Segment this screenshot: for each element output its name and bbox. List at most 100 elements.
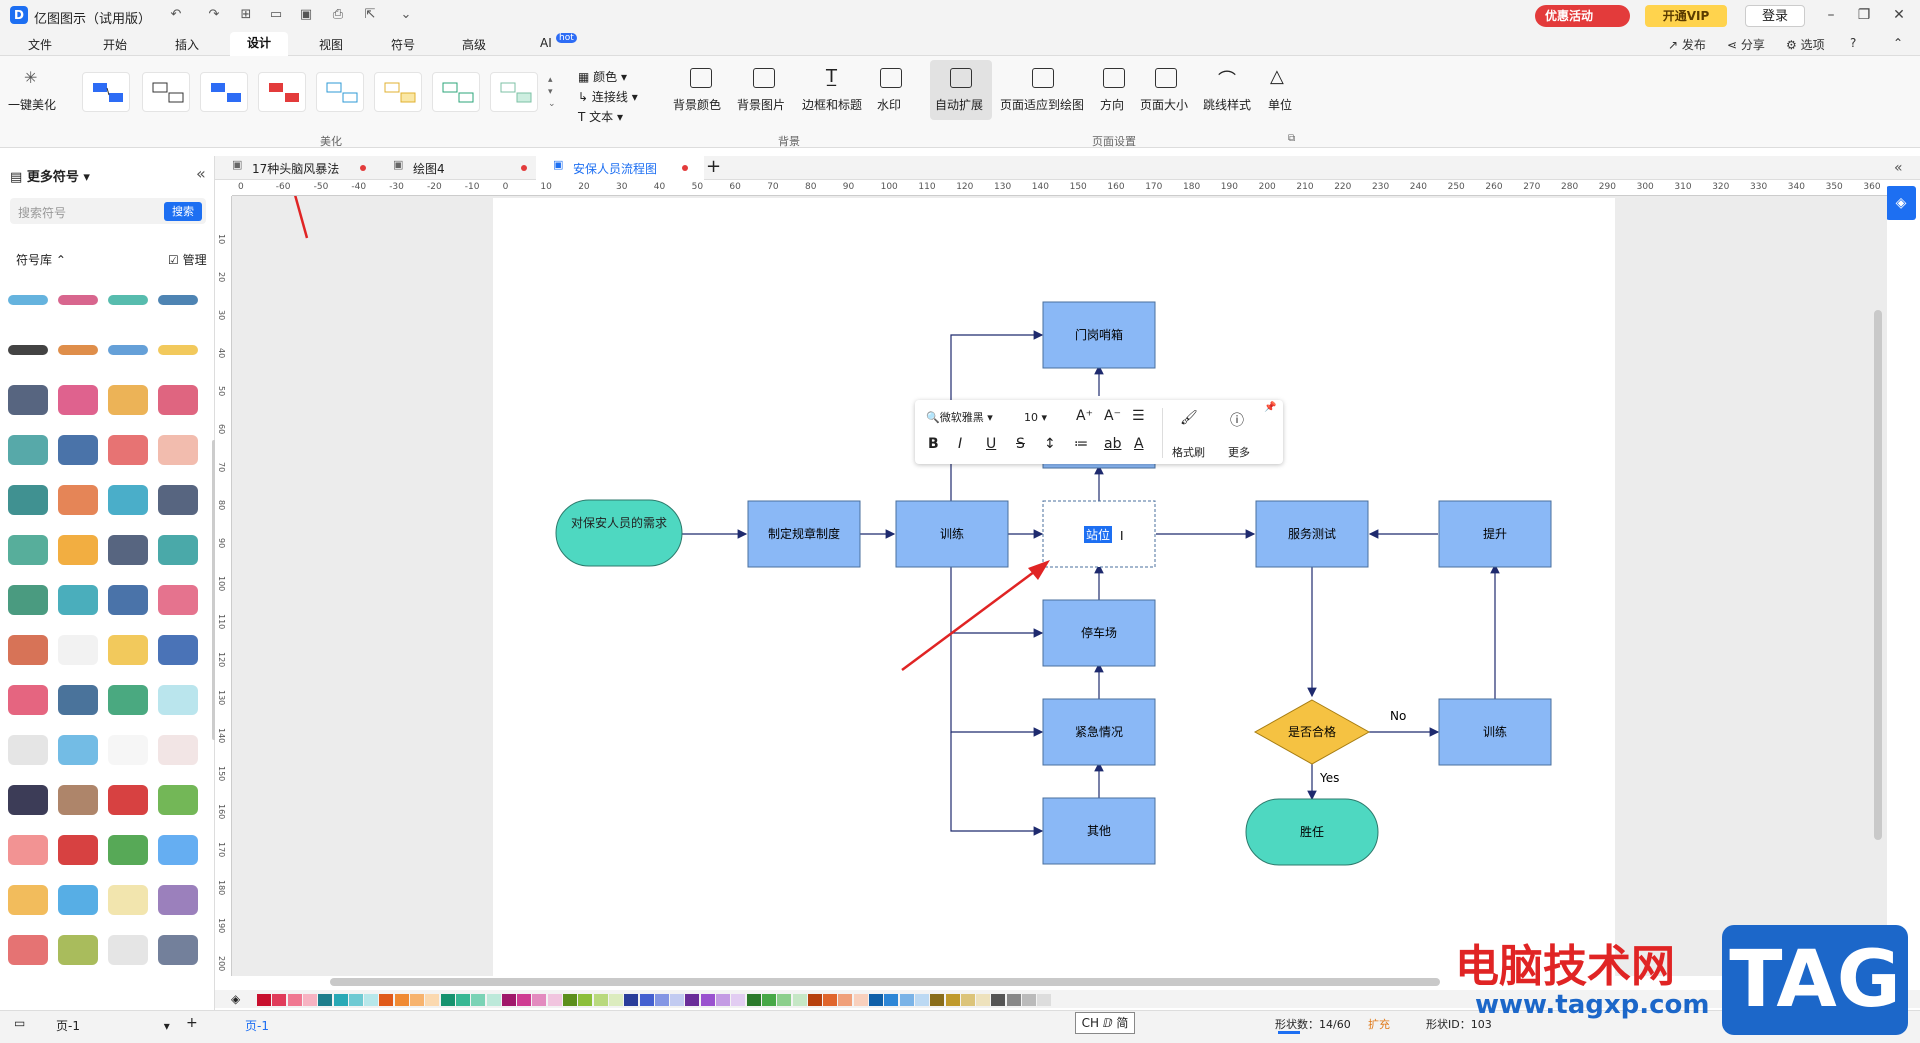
menu-view[interactable]: 视图 xyxy=(319,38,344,52)
node-train1[interactable]: 训练 xyxy=(895,500,1009,568)
more-options-icon[interactable]: ⓘ xyxy=(1230,413,1244,429)
color-swatch[interactable] xyxy=(853,994,868,1006)
color-swatch[interactable] xyxy=(1006,994,1021,1006)
symbol-item[interactable] xyxy=(58,485,98,515)
symbol-item[interactable] xyxy=(58,785,98,815)
symbol-item[interactable] xyxy=(58,585,98,615)
color-swatch[interactable] xyxy=(838,994,853,1006)
color-swatch[interactable] xyxy=(379,994,394,1006)
symbol-item[interactable] xyxy=(158,585,198,615)
menu-design[interactable]: 设计 xyxy=(230,32,288,56)
color-swatch[interactable] xyxy=(700,994,715,1006)
node-need[interactable]: 对保安人员的需求 xyxy=(555,499,683,567)
node-gate[interactable]: 门岗哨箱 xyxy=(1042,301,1156,369)
pin-icon[interactable]: 📌 xyxy=(1264,402,1277,413)
fit-page-button[interactable]: 页面适应到绘图 xyxy=(1000,98,1085,112)
format-painter-icon[interactable]: 🖌 xyxy=(1180,410,1198,426)
symbol-item[interactable] xyxy=(108,385,148,415)
symbol-item[interactable] xyxy=(58,295,98,305)
align-icon[interactable]: ☰ xyxy=(1132,408,1145,424)
save-icon[interactable]: ▣ xyxy=(299,7,313,22)
color-swatch[interactable] xyxy=(272,994,287,1006)
symbol-item[interactable] xyxy=(8,585,48,615)
help-icon[interactable]: ? xyxy=(1850,36,1857,50)
symbol-item[interactable] xyxy=(8,535,48,565)
color-swatch[interactable] xyxy=(960,994,975,1006)
color-swatch[interactable] xyxy=(823,994,838,1006)
symbol-item[interactable] xyxy=(108,345,148,355)
symbol-item[interactable] xyxy=(158,685,198,715)
symbol-item[interactable] xyxy=(158,635,198,665)
color-swatch[interactable] xyxy=(593,994,608,1006)
vip-button[interactable]: 开通VIP xyxy=(1645,5,1727,27)
color-swatch[interactable] xyxy=(761,994,776,1006)
node-rules[interactable]: 制定规章制度 xyxy=(747,500,861,568)
highlight-icon[interactable]: ab xyxy=(1104,436,1122,452)
color-swatch[interactable] xyxy=(792,994,807,1006)
underline-icon[interactable]: U xyxy=(986,436,997,452)
tab-drawing4[interactable]: 绘图4 xyxy=(413,162,445,176)
color-swatch[interactable] xyxy=(716,994,730,1006)
symbol-item[interactable] xyxy=(108,785,148,815)
style-card-2[interactable] xyxy=(142,72,190,112)
color-swatch[interactable] xyxy=(731,994,746,1006)
decrease-font-icon[interactable]: A⁻ xyxy=(1104,408,1121,424)
italic-icon[interactable]: I xyxy=(958,436,963,452)
symbol-item[interactable] xyxy=(58,885,98,915)
symbol-item[interactable] xyxy=(108,935,148,965)
manage-button[interactable]: ☑ 管理 xyxy=(168,253,207,267)
more-options-label[interactable]: 更多 xyxy=(1228,446,1250,459)
color-swatch[interactable] xyxy=(654,994,669,1006)
symbol-item[interactable] xyxy=(8,785,48,815)
style-card-4[interactable] xyxy=(258,72,306,112)
menu-ai[interactable]: AI xyxy=(540,36,552,50)
node-post-label[interactable]: 站位 xyxy=(1086,527,1110,542)
menu-home[interactable]: 开始 xyxy=(103,38,128,52)
publish-button[interactable]: ↗ 发布 xyxy=(1668,38,1706,52)
print-icon[interactable]: ⎙ xyxy=(332,7,344,22)
symbol-item[interactable] xyxy=(58,345,98,355)
symbol-search-button[interactable]: 搜索 xyxy=(164,202,202,221)
symbol-item[interactable] xyxy=(8,635,48,665)
color-swatch[interactable] xyxy=(257,994,271,1006)
symbol-item[interactable] xyxy=(108,735,148,765)
style-card-7[interactable] xyxy=(432,72,480,112)
color-swatch[interactable] xyxy=(410,994,424,1006)
symbol-item[interactable] xyxy=(158,385,198,415)
color-swatch[interactable] xyxy=(471,994,486,1006)
symbol-item[interactable] xyxy=(8,435,48,465)
text-dropdown[interactable]: T 文本 ▾ xyxy=(578,110,624,124)
node-qualified[interactable]: 是否合格 xyxy=(1253,699,1371,765)
symbol-item[interactable] xyxy=(108,835,148,865)
symbol-item[interactable] xyxy=(58,685,98,715)
style-card-5[interactable] xyxy=(316,72,364,112)
color-swatch[interactable] xyxy=(670,994,685,1006)
color-swatch[interactable] xyxy=(899,994,914,1006)
watermark-button[interactable]: 水印 xyxy=(877,98,902,112)
symbol-item[interactable] xyxy=(108,635,148,665)
color-swatch[interactable] xyxy=(563,994,577,1006)
node-post[interactable]: 站位 I xyxy=(1042,500,1156,568)
share-button[interactable]: ⋖ 分享 xyxy=(1727,38,1765,52)
symbol-item[interactable] xyxy=(8,835,48,865)
bullet-list-icon[interactable]: ≔ xyxy=(1074,436,1088,452)
symbol-item[interactable] xyxy=(58,385,98,415)
symbol-item[interactable] xyxy=(8,885,48,915)
symbol-item[interactable] xyxy=(158,785,198,815)
fill-bucket-icon[interactable]: ◈ xyxy=(231,992,241,1006)
redo-icon[interactable]: ↷ xyxy=(208,7,220,22)
symbol-item[interactable] xyxy=(158,735,198,765)
undo-icon[interactable]: ↶ xyxy=(170,7,182,22)
new-icon[interactable]: ⊞ xyxy=(240,7,252,22)
symbol-item[interactable] xyxy=(108,485,148,515)
menu-advanced[interactable]: 高级 xyxy=(462,38,487,52)
color-swatch[interactable] xyxy=(746,994,761,1006)
node-improve[interactable]: 提升 xyxy=(1438,500,1552,568)
color-swatch[interactable] xyxy=(945,994,960,1006)
format-painter-label[interactable]: 格式刷 xyxy=(1172,446,1205,459)
color-swatch[interactable] xyxy=(517,994,532,1006)
symbol-item[interactable] xyxy=(8,685,48,715)
color-swatch[interactable] xyxy=(532,994,547,1006)
symbol-item[interactable] xyxy=(158,835,198,865)
color-swatch[interactable] xyxy=(425,994,440,1006)
